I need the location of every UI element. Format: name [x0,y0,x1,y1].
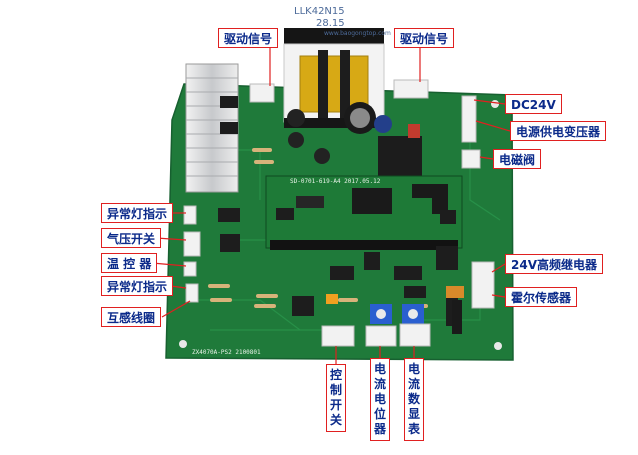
connector [321,325,355,347]
connector [365,325,397,347]
ic [292,296,314,316]
connector [183,231,201,257]
label-fault-light-2: 异常灯指示 [101,276,174,296]
pcb-bottom-code: ZX4070A-PS2 2100801 [192,349,261,356]
leader-lines [151,37,511,364]
connector [183,261,197,277]
connector [471,261,495,309]
label-dc24v: DC24V [505,94,562,114]
label-control-switch: 控制开关 [326,364,346,432]
label-power-transformer: 电源供电变压器 [510,121,607,141]
label-air-pressure-switch: 气压开关 [101,228,162,248]
mounting-hole [494,342,502,350]
connector [399,323,431,347]
pcb-code: SD-0701-619-A4 2017.05.12 [290,178,381,185]
watermark-line1: LLK42N15 [294,6,345,17]
label-hf-relay: 24V高频继电器 [505,254,603,274]
label-mutual-inductance-coil: 互感线圈 [101,307,162,327]
connector [185,283,199,303]
relay [378,136,422,176]
connector [249,83,275,103]
daughter-board [265,175,463,250]
ic [220,234,240,252]
hall-sensor [446,286,464,298]
label-current-display: 电流数显表 [404,358,424,441]
capacitor [287,109,305,127]
connector [183,205,197,225]
capacitor [374,115,392,133]
label-fault-light-1: 异常灯指示 [101,203,174,223]
label-current-pot: 电流电位器 [370,358,390,441]
connector [393,79,429,99]
label-temp-controller: 温 控 器 [101,253,158,273]
mounting-hole [491,100,499,108]
watermark-line3: www.baogongtop.com [324,30,391,37]
label-drive-signal-right: 驱动信号 [394,28,455,48]
watermark-line2: 28.15 [316,18,345,29]
connector [461,149,481,169]
label-hall-sensor: 霍尔传感器 [505,287,578,307]
mounting-hole [179,340,187,348]
label-drive-signal-left: 驱动信号 [218,28,279,48]
ic [218,208,240,222]
connector [461,95,477,143]
label-solenoid-valve: 电磁阀 [493,149,542,169]
heatsink [185,63,239,193]
